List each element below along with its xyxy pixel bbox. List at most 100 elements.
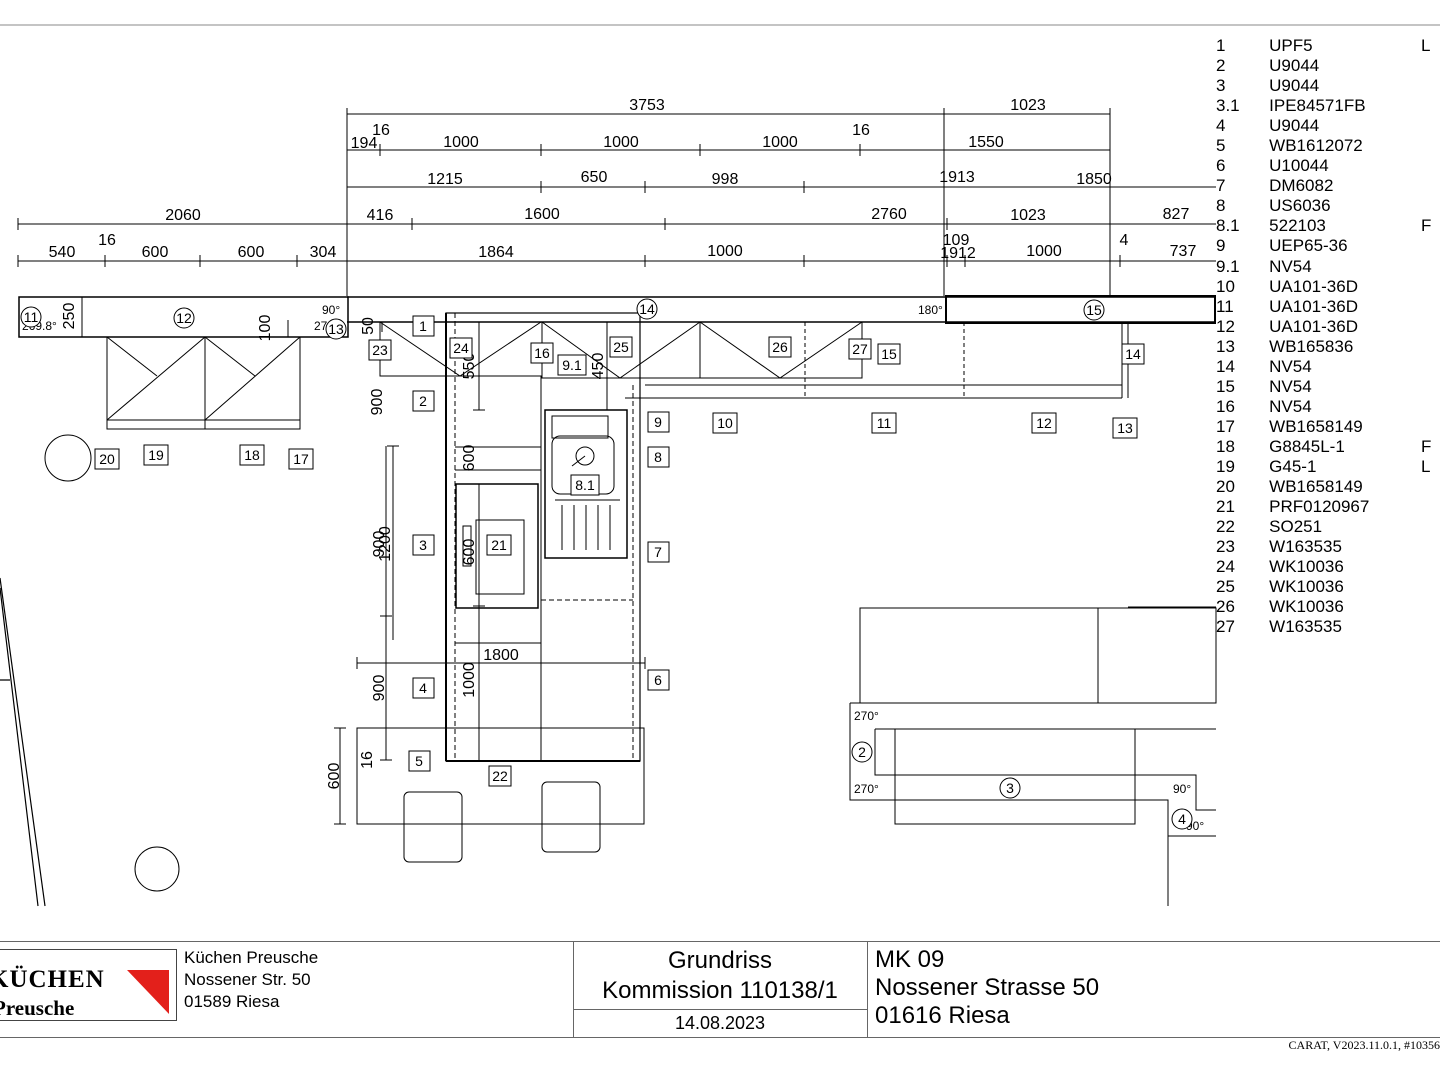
part-number: 20 [1216,477,1235,497]
part-code: 522103 [1269,216,1326,236]
part-number: 17 [1216,416,1235,436]
dim-1912: 1912 [940,245,976,262]
svg-text:2: 2 [858,744,866,760]
vdim-50: 50 [360,317,377,335]
svg-text:24: 24 [453,340,469,356]
part-number: 23 [1216,537,1235,557]
vdim-250: 250 [61,303,78,330]
dim-3753: 3753 [629,97,665,114]
part-extra [1421,597,1440,617]
vdim-900-a: 900 [369,389,386,416]
part-code: WB1658149 [1269,416,1363,436]
leader-lines [1110,186,1216,608]
part-code: SO251 [1269,517,1323,537]
dim-650: 650 [581,169,608,186]
vertical-dimension-texts: 250 100 50 550 450 900 600 900 1200 600 … [61,303,607,790]
part-code: WK10036 [1269,577,1344,597]
svg-text:19: 19 [148,447,164,463]
part-extra [1421,96,1440,116]
dim-998: 998 [712,171,739,188]
part-code: U9044 [1269,116,1320,136]
part-extra: F [1421,436,1432,456]
svg-text:1: 1 [419,318,427,334]
circle-labels: 11 12 13 14 15 2 3 4 [20,298,1193,830]
svg-text:27: 27 [852,341,868,357]
svg-text:8: 8 [654,449,662,465]
vdim-600-b: 600 [461,539,478,566]
part-code: W163535 [1269,537,1342,557]
part-extra [1421,297,1440,317]
logo-red-flag-icon [127,970,169,1014]
angle-270-a: 270° [854,709,879,723]
part-number: 14 [1216,356,1235,376]
dim-1215: 1215 [427,171,463,188]
software-version: CARAT, V2023.11.0.1, #10356 [1288,1038,1440,1052]
svg-text:10: 10 [717,415,733,431]
part-code: US6036 [1269,196,1331,216]
dim-304: 304 [310,244,337,261]
part-extra [1421,277,1440,297]
svg-text:17: 17 [293,451,309,467]
dim-16-left: 16 [372,122,390,139]
box-label-11: 11 [871,412,897,434]
svg-text:7: 7 [654,544,662,560]
angle-90-top: 90° [322,303,340,317]
divider [867,942,868,1037]
dim-1000-b: 1000 [603,134,639,151]
part-number: 7 [1216,176,1226,196]
part-extra [1421,557,1440,577]
box-label-24: 24 [449,337,473,359]
dim-1023-top: 1023 [1010,97,1046,114]
parts-list-row: 17 WB1658149 [1216,417,1440,437]
box-label-1: 1 [412,315,435,337]
part-extra [1421,577,1440,597]
angle-270-b: 270° [854,782,879,796]
company-street: Nossener Str. 50 [184,970,311,989]
part-extra [1421,337,1440,357]
part-extra [1421,56,1440,76]
part-extra: L [1421,36,1431,55]
part-code: UA101-36D [1269,276,1358,296]
svg-text:11: 11 [877,415,892,431]
vertical-dimension-lines [76,296,646,825]
angle-labels: 90° 180° 270° 270° 90° 269.8° 270° 90° [22,303,1204,833]
box-label-18: 18 [239,444,265,466]
company-address: Küchen Preusche Nossener Str. 50 01589 R… [184,947,318,1013]
part-number: 4 [1216,116,1226,136]
part-number: 3.1 [1216,96,1240,116]
vdim-1200: 1200 [377,526,394,562]
part-code: WB1658149 [1269,477,1363,497]
part-number: 18 [1216,436,1235,456]
circle-label-3: 3 [999,777,1021,799]
company-logo: KÜCHEN Preusche [0,949,177,1021]
part-number: 3 [1216,76,1226,96]
part-code: W163535 [1269,617,1342,637]
box-label-6: 6 [647,669,670,691]
customer-address: MK 09 Nossener Strasse 50 01616 Riesa [875,946,1099,1030]
svg-text:15: 15 [881,346,897,362]
part-code: PRF0120967 [1269,497,1370,517]
part-extra [1421,537,1440,557]
dimension-texts: 3753 1023 194 16 1000 1000 1000 16 1550 … [49,97,1197,262]
vdim-900-b: 900 [371,531,388,558]
svg-text:20: 20 [99,451,115,467]
box-label-2: 2 [412,390,435,412]
dim-416: 416 [367,207,394,224]
dim-540: 540 [49,244,76,261]
circle-label-13: 13 [325,318,347,340]
part-code: U10044 [1269,156,1329,176]
circle-label-4: 4 [1171,808,1193,830]
vdim-1000: 1000 [461,662,478,698]
title-block: KÜCHEN Preusche Küchen Preusche Nossener… [0,941,1440,1038]
company-city: 01589 Riesa [184,992,280,1011]
